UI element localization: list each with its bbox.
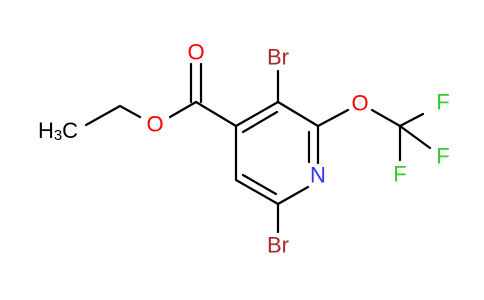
atom-bromine-bottom: Br (267, 233, 289, 258)
atom-methyl-label: H3C (38, 118, 78, 144)
atom-fluorine-bottom: F (393, 162, 406, 187)
bond-cf3-f-right (398, 124, 432, 150)
atom-ether-oxygen: O (351, 91, 368, 116)
bond-ch3-ch2 (84, 104, 122, 127)
bond-c4-c3 (234, 100, 280, 128)
bond-carbonyl-c4 (194, 100, 238, 128)
bond-o-carbonyl-c (168, 100, 198, 119)
atom-fluorine-top: F (436, 90, 449, 115)
atom-labels: H3C O O Br O F F F N Br (38, 40, 450, 258)
methyl-subscript: 3 (54, 127, 62, 144)
atom-carbonyl-oxygen: O (187, 40, 204, 65)
atom-ester-oxygen: O (146, 112, 163, 137)
bond-cf3-f-top (398, 112, 425, 128)
bond-c3-c2 (276, 100, 320, 128)
bond-c4-c3-inner (241, 110, 279, 134)
bond-c6-c5 (234, 178, 280, 206)
bond-c6-c5-inner (241, 173, 278, 196)
atom-ring-nitrogen: N (310, 163, 326, 188)
methyl-c: C (62, 118, 78, 143)
bond-ch2-o (118, 104, 142, 119)
methyl-h: H (38, 118, 54, 143)
bond-lines (84, 62, 432, 234)
bond-o-cf3 (370, 108, 402, 128)
atom-fluorine-right: F (436, 144, 449, 169)
bond-c2-o (316, 108, 350, 128)
atom-bromine-top: Br (267, 45, 289, 70)
bond-n-c6 (276, 185, 310, 206)
